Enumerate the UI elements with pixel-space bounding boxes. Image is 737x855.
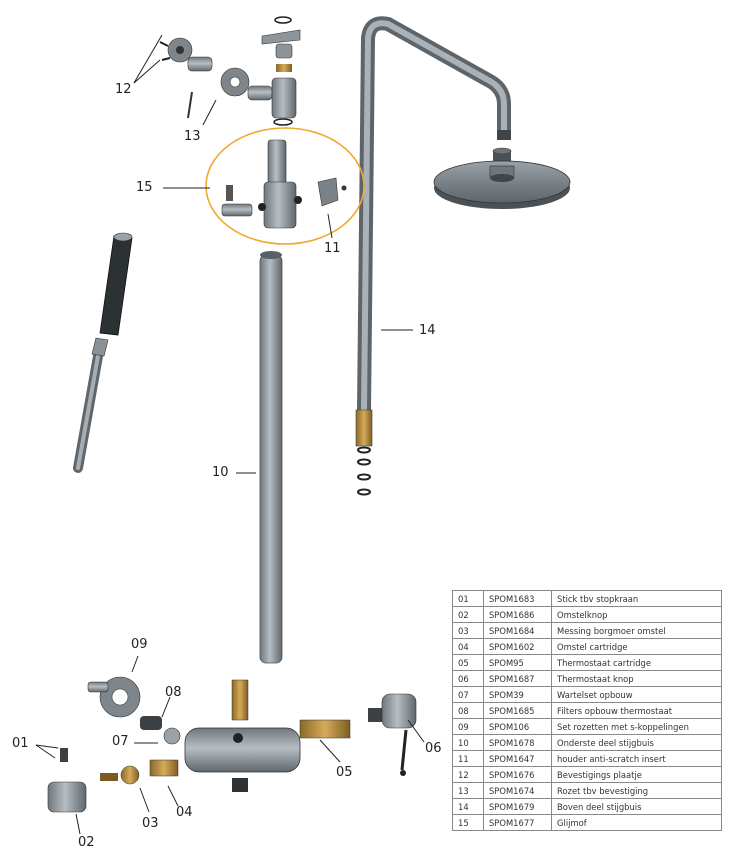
- callout-03: 03: [142, 816, 159, 831]
- part-description: Omstel cartridge: [551, 638, 722, 655]
- lower-riser-pipe: [259, 251, 283, 664]
- callout-06: 06: [425, 741, 442, 756]
- part-number: 06: [452, 670, 484, 687]
- part-description: Boven deel stijgbuis: [551, 798, 722, 815]
- rain-shower-head: [433, 147, 571, 209]
- part-description: Wartelset opbouw: [551, 686, 722, 703]
- part-number: 02: [452, 606, 484, 623]
- part-number: 10: [452, 734, 484, 751]
- part-code: SPOM1602: [483, 638, 552, 655]
- diverter-parts: [47, 748, 179, 813]
- callout-08: 08: [165, 685, 182, 700]
- part-number: 04: [452, 638, 484, 655]
- part-description: Onderste deel stijgbuis: [551, 734, 722, 751]
- part-description: Stick tbv stopkraan: [551, 590, 722, 607]
- callout-01: 01: [12, 736, 29, 751]
- part-code: SPOM106: [483, 718, 552, 735]
- upper-riser-pipe: [355, 16, 511, 496]
- part-number: 07: [452, 686, 484, 703]
- wall-rosettes: [87, 676, 181, 745]
- part-number: 01: [452, 590, 484, 607]
- part-description: Omstelknop: [551, 606, 722, 623]
- callout-05: 05: [336, 765, 353, 780]
- part-code: SPOM1647: [483, 750, 552, 767]
- leader-lines: [35, 34, 425, 835]
- part-number: 05: [452, 654, 484, 671]
- part-number: 11: [452, 750, 484, 767]
- part-number: 09: [452, 718, 484, 735]
- part-description: Bevestigings plaatje: [551, 766, 722, 783]
- part-code: SPOM1677: [483, 814, 552, 831]
- part-code: SPOM1685: [483, 702, 552, 719]
- part-description: Messing borgmoer omstel: [551, 622, 722, 639]
- part-code: SPOM1686: [483, 606, 552, 623]
- part-code: SPOM39: [483, 686, 552, 703]
- part-description: Thermostaat knop: [551, 670, 722, 687]
- part-description: Rozet tbv bevestiging: [551, 782, 722, 799]
- slider-assembly: [221, 139, 347, 229]
- callout-11: 11: [324, 241, 341, 256]
- part-number: 12: [452, 766, 484, 783]
- callout-14: 14: [419, 323, 436, 338]
- part-code: SPOM1678: [483, 734, 552, 751]
- part-description: Thermostaat cartridge: [551, 654, 722, 671]
- hand-shower: [73, 232, 133, 473]
- part-code: SPOM1683: [483, 590, 552, 607]
- thermostat-cartridge: [299, 693, 417, 776]
- part-number: 14: [452, 798, 484, 815]
- part-code: SPOM1684: [483, 622, 552, 639]
- callout-09: 09: [131, 637, 148, 652]
- part-code: SPOM1687: [483, 670, 552, 687]
- callout-10: 10: [212, 465, 229, 480]
- callout-04: 04: [176, 805, 193, 820]
- part-code: SPOM95: [483, 654, 552, 671]
- part-description: Glijmof: [551, 814, 722, 831]
- part-code: SPOM1679: [483, 798, 552, 815]
- part-description: Set rozetten met s-koppelingen: [551, 718, 722, 735]
- callout-12: 12: [115, 82, 132, 97]
- wall-mount-plates: [159, 16, 301, 126]
- part-description: houder anti-scratch insert: [551, 750, 722, 767]
- slider-highlight-ring: [205, 127, 365, 245]
- part-number: 13: [452, 782, 484, 799]
- callout-02: 02: [78, 835, 95, 850]
- thermostat-body: [184, 679, 301, 792]
- part-number: 03: [452, 622, 484, 639]
- callout-13: 13: [184, 129, 201, 144]
- part-description: Filters opbouw thermostaat: [551, 702, 722, 719]
- part-number: 15: [452, 814, 484, 831]
- callout-07: 07: [112, 734, 129, 749]
- part-number: 08: [452, 702, 484, 719]
- part-code: SPOM1676: [483, 766, 552, 783]
- part-code: SPOM1674: [483, 782, 552, 799]
- callout-15: 15: [136, 180, 153, 195]
